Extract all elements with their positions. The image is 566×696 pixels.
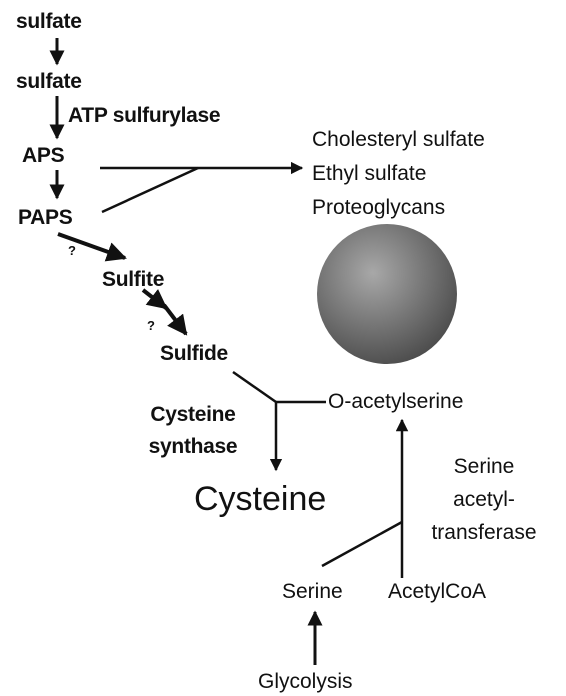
- node-aps: APS: [22, 144, 65, 167]
- line-serine-to-acetylcoa: [321, 520, 403, 568]
- node-paps: PAPS: [18, 206, 73, 229]
- node-sulfate-outside: sulfate: [16, 10, 82, 33]
- enzyme-atp-sulfurylase: ATP sulfurylase: [68, 104, 221, 127]
- node-sulfide: Sulfide: [160, 342, 228, 365]
- arrow-sulfite-to-sulfide-b: [162, 303, 188, 336]
- sphere-organelle: [317, 224, 457, 364]
- product-cholesteryl-sulfate: Cholesteryl sulfate: [312, 128, 485, 151]
- arrow-paps-to-sulfite: [57, 232, 127, 262]
- node-acetylcoa: AcetylCoA: [388, 580, 487, 603]
- product-ethyl-sulfate: Ethyl sulfate: [312, 162, 427, 185]
- enzyme-serine-acetyltransferase-line3: transferase: [431, 521, 537, 544]
- node-o-acetylserine: O-acetylserine: [328, 390, 464, 413]
- node-cysteine: Cysteine: [194, 480, 327, 518]
- enzyme-cysteine-synthase-line2: synthase: [148, 435, 238, 458]
- uncertain-mark-sulfide: ?: [147, 318, 155, 333]
- enzyme-cysteine-synthase-line1: Cysteine: [150, 403, 236, 426]
- product-proteoglycans: Proteoglycans: [312, 196, 446, 219]
- line-sulfide-to-junction: [232, 370, 277, 404]
- uncertain-mark-sulfite: ?: [68, 243, 76, 258]
- enzyme-serine-acetyltransferase-line2: acetyl-: [453, 488, 515, 511]
- node-serine: Serine: [282, 580, 343, 603]
- node-sulfite: Sulfite: [102, 268, 165, 291]
- enzyme-serine-acetyltransferase-line1: Serine: [453, 455, 515, 478]
- line-paps-to-products: [101, 166, 199, 214]
- node-sulfate-inside: sulfate: [16, 70, 82, 93]
- arrow-sulfite-to-sulfide-a: [141, 288, 168, 310]
- node-glycolysis: Glycolysis: [258, 670, 353, 693]
